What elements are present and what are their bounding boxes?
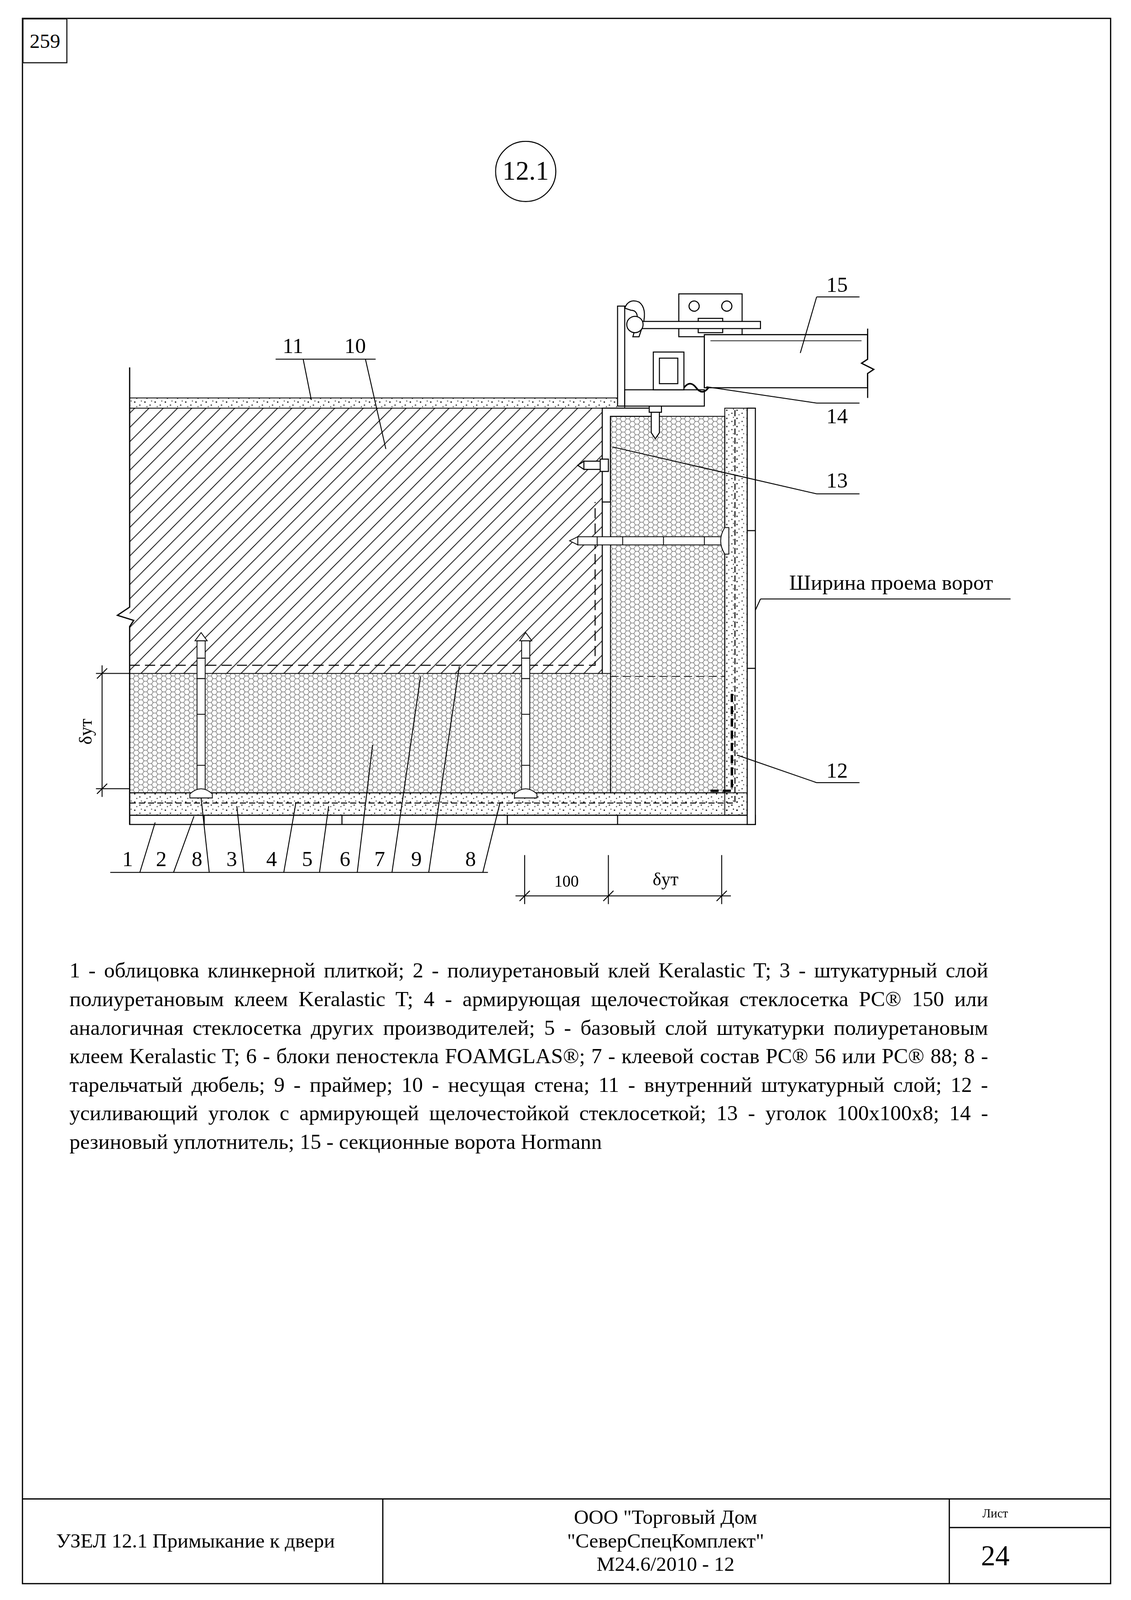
wall-outline-part bbox=[117, 367, 134, 825]
wall-outline-part bbox=[610, 676, 725, 678]
gate-hardware-part bbox=[659, 358, 678, 384]
layers-part bbox=[129, 815, 756, 825]
sheet-frame-part bbox=[22, 18, 1111, 1585]
dimension-note: Ширина проема ворот bbox=[789, 570, 994, 595]
gate-panel-15-part bbox=[710, 340, 862, 342]
callout-number: 10 bbox=[344, 333, 366, 359]
leader-lines-part bbox=[755, 599, 1011, 611]
leader-lines-part bbox=[706, 386, 860, 404]
dimension-lines-part bbox=[95, 665, 130, 798]
callout-number: 8 bbox=[465, 847, 476, 872]
leader-lines-part bbox=[110, 872, 489, 874]
gate-panel-15-part bbox=[861, 328, 874, 398]
gate-hardware-part bbox=[624, 301, 645, 338]
anchor-dowels-part bbox=[577, 536, 725, 546]
wall-outline-part bbox=[709, 693, 732, 792]
anchor-dowels-part bbox=[197, 641, 206, 793]
dimension-value: δут bbox=[75, 719, 97, 746]
callout-number: 9 bbox=[411, 847, 422, 872]
callout-number: 7 bbox=[374, 847, 386, 872]
layers-part bbox=[129, 398, 625, 409]
anchor-dowels-part bbox=[720, 527, 730, 555]
gate-panel-15 bbox=[704, 328, 874, 398]
layers bbox=[129, 398, 756, 825]
sheet-frame bbox=[22, 18, 1111, 1585]
callout-number: 14 bbox=[826, 404, 848, 429]
gate-hardware-part bbox=[688, 301, 699, 312]
layers-part bbox=[724, 408, 748, 816]
anchor-dowels-part bbox=[514, 788, 537, 798]
leader-lines-part bbox=[275, 359, 386, 449]
callout-number: 6 bbox=[339, 847, 350, 872]
angle-13-part bbox=[649, 404, 662, 439]
title-block-cell: 24 bbox=[980, 1540, 1010, 1574]
angle-13-part bbox=[577, 459, 609, 472]
callout-number: 15 bbox=[826, 272, 848, 298]
layers-part bbox=[203, 530, 756, 825]
gate-hardware-part bbox=[617, 306, 626, 407]
title-block-cell: УЗЕЛ 12.1 Примыкание к двери bbox=[56, 1529, 335, 1553]
node-text: 259 bbox=[29, 29, 61, 53]
gate-hardware-part bbox=[678, 293, 743, 337]
dimension-lines-part bbox=[515, 855, 731, 905]
gate-hardware-part bbox=[626, 316, 644, 334]
callout-number: 3 bbox=[226, 847, 237, 872]
dimension-value: δут bbox=[652, 869, 679, 891]
dimension-lines bbox=[95, 665, 731, 905]
gate-hardware-part bbox=[653, 352, 684, 391]
gate-hardware-part bbox=[721, 301, 732, 312]
anchor-dowels-part bbox=[194, 632, 208, 766]
wall-outline bbox=[117, 367, 735, 825]
anchor-dowels-part bbox=[521, 641, 530, 793]
gate-hardware-part bbox=[637, 321, 761, 329]
title-block-cell: Лист bbox=[982, 1507, 1008, 1522]
layers-part bbox=[610, 416, 725, 794]
callout-number: 2 bbox=[156, 847, 167, 872]
callout-number: 11 bbox=[282, 333, 303, 359]
callout-number: 4 bbox=[265, 847, 277, 872]
callout-number: 12 bbox=[826, 758, 848, 783]
leader-lines-part bbox=[800, 297, 860, 354]
dimension-value: 100 bbox=[554, 872, 579, 892]
leader-lines-part bbox=[140, 666, 501, 873]
leader-lines bbox=[110, 297, 1011, 873]
callout-number: 1 bbox=[122, 847, 133, 872]
gate-hardware-part bbox=[624, 390, 705, 407]
sheet-frame-part bbox=[22, 1499, 1111, 1585]
callout-number: 13 bbox=[826, 468, 848, 494]
layers-part bbox=[747, 408, 756, 825]
leader-lines-part bbox=[612, 447, 860, 495]
anchor-dowels-part bbox=[189, 788, 213, 798]
callout-number: 5 bbox=[302, 847, 313, 872]
anchor-dowels-part bbox=[569, 536, 704, 546]
gate-panel-15-part bbox=[704, 334, 874, 388]
wall-outline-part bbox=[129, 410, 735, 803]
title-block-cell: ООО "Торговый Дом "СеверСпецКомплект" М2… bbox=[542, 1506, 788, 1577]
node-text: 12.1 bbox=[502, 156, 549, 187]
anchor-dowels-part bbox=[519, 632, 532, 766]
angle-13 bbox=[577, 404, 662, 503]
callout-number: 8 bbox=[191, 847, 203, 872]
detail-marker-circle: 12.1 bbox=[495, 140, 557, 203]
leader-lines-part bbox=[736, 755, 860, 783]
legend-note: 1 - облицовка клинкерной плиткой; 2 - по… bbox=[69, 956, 989, 1157]
page-number-box: 259 bbox=[22, 18, 68, 63]
anchor-dowels bbox=[189, 527, 729, 799]
